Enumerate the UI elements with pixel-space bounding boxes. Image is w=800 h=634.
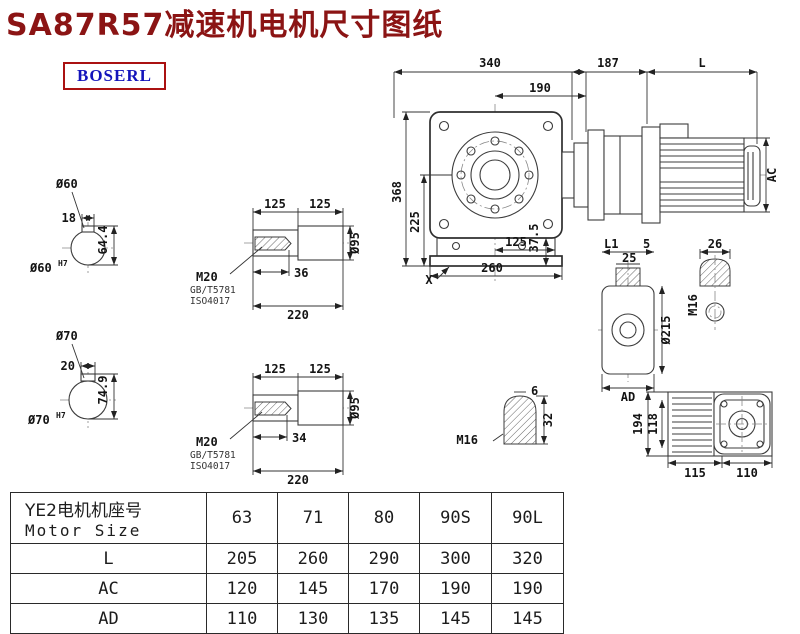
dim-M20-2: M20 — [196, 435, 218, 449]
col-header-63: 63 — [206, 492, 278, 544]
dim-125-b: 125 — [309, 197, 331, 211]
gearbox-side-view: L1 5 25 Ø215 AD — [598, 237, 673, 404]
header-motor-size: YE2电机机座号 Motor Size — [10, 492, 207, 544]
bore-70-section: 20 74.9 Ø70 Ø70 H7 — [27, 329, 118, 428]
cell-L-90s: 300 — [419, 543, 492, 574]
motor-size-table: YE2电机机座号 Motor Size 63 71 80 90S 90L L 2… — [10, 492, 564, 634]
motor-side-view — [561, 123, 761, 224]
dim-36: 36 — [294, 266, 308, 280]
dim-194: 194 — [631, 413, 645, 435]
hollow-shaft-detail-1: 125 125 M20 GB/T5781 ISO4017 36 220 Ø95 — [190, 197, 362, 322]
dim-x-label: X — [425, 273, 433, 287]
dim-M16-key: M16 — [456, 433, 478, 447]
dim-dia60: Ø60 — [55, 177, 78, 191]
dim-34: 34 — [292, 431, 306, 445]
dim-L: L — [698, 56, 705, 70]
col-header-90s: 90S — [419, 492, 492, 544]
dim-110: 110 — [736, 466, 758, 480]
dim-dia70: Ø70 — [55, 329, 78, 343]
dim-32: 32 — [541, 413, 555, 427]
dim-20: 20 — [61, 359, 75, 373]
dim-225: 225 — [408, 211, 422, 233]
cell-AD-63: 110 — [206, 603, 278, 634]
dim-187: 187 — [597, 56, 619, 70]
dim-dia70-fit: Ø70 — [27, 413, 50, 427]
cell-AD-80: 135 — [348, 603, 420, 634]
table-header-row: YE2电机机座号 Motor Size 63 71 80 90S 90L — [10, 492, 564, 544]
std-gb-2: GB/T5781 — [190, 450, 236, 461]
page-title: SA87R57减速机电机尺寸图纸 — [6, 8, 444, 43]
dim-dia95-2: Ø95 — [348, 397, 362, 420]
col-header-90l: 90L — [491, 492, 564, 544]
dim-dia60-fit-sup: H7 — [58, 259, 68, 268]
dim-26: 26 — [708, 237, 722, 251]
table-row-AD: AD 110 130 135 145 145 — [10, 603, 564, 634]
cell-AC-80: 170 — [348, 573, 420, 604]
cell-AC-90l: 190 — [491, 573, 564, 604]
dim-220-1: 220 — [287, 308, 309, 322]
cell-AC-63: 120 — [206, 573, 278, 604]
dim-368: 368 — [390, 181, 404, 203]
dim-6: 6 — [531, 384, 538, 398]
dim-dia215: Ø215 — [659, 316, 673, 346]
dim-125-bottom: 125 — [505, 235, 527, 249]
table-row-L: L 205 260 290 300 320 — [10, 543, 564, 574]
shaft-end-detail: 26 M16 — [686, 237, 731, 330]
dim-M16-shaft-end: M16 — [686, 294, 700, 316]
bore-60-section: 18 64.4 Ø60 Ø60 H7 — [29, 177, 118, 275]
dim-118: 118 — [646, 413, 660, 435]
cell-AD-90l: 145 — [491, 603, 564, 634]
dim-AC: AC — [765, 168, 779, 182]
cell-L-80: 290 — [348, 543, 420, 574]
dim-125-a: 125 — [264, 197, 286, 211]
hollow-shaft-detail-2: 125 125 M20 GB/T5781 ISO4017 34 220 Ø95 — [190, 362, 362, 487]
dim-220-2: 220 — [287, 473, 309, 487]
header-en: Motor Size — [25, 521, 142, 540]
dim-AD: AD — [621, 390, 635, 404]
key-section-detail: 6 32 M16 — [456, 384, 555, 447]
gearbox-front-view — [429, 104, 766, 284]
boserl-logo-text: BOSERL — [77, 66, 152, 85]
dim-64-4: 64.4 — [96, 226, 110, 255]
dim-190: 190 — [529, 81, 551, 95]
dim-260: 260 — [481, 261, 503, 275]
dim-125-c: 125 — [264, 362, 286, 376]
col-header-80: 80 — [348, 492, 420, 544]
dim-5: 5 — [643, 237, 650, 251]
cell-L-63: 205 — [206, 543, 278, 574]
std-gb-1: GB/T5781 — [190, 285, 236, 296]
cell-AD-90s: 145 — [419, 603, 492, 634]
cell-AC-71: 145 — [277, 573, 349, 604]
table-row-AC: AC 120 145 170 190 190 — [10, 573, 564, 604]
cell-L-90l: 320 — [491, 543, 564, 574]
dim-25: 25 — [622, 251, 636, 265]
dim-37-5: 37.5 — [527, 224, 541, 253]
col-header-71: 71 — [277, 492, 349, 544]
motor-rear-view: 194 118 115 110 — [631, 391, 773, 480]
cell-AD-71: 130 — [277, 603, 349, 634]
dim-340: 340 — [479, 56, 501, 70]
dim-115: 115 — [684, 466, 706, 480]
dim-L1: L1 — [604, 237, 618, 251]
gearbox-dimensions: 340 190 368 225 37.5 125 260 X — [390, 56, 587, 287]
std-iso-1: ISO4017 — [190, 296, 230, 307]
dim-M20-1: M20 — [196, 270, 218, 284]
cell-L-71: 260 — [277, 543, 349, 574]
boserl-logo: BOSERL — [63, 62, 166, 90]
dim-dia60-fit: Ø60 — [29, 261, 52, 275]
header-cn: YE2电机机座号 — [25, 501, 142, 521]
cell-AC-90s: 190 — [419, 573, 492, 604]
motor-dimensions: 187 L AC — [571, 56, 779, 213]
std-iso-2: ISO4017 — [190, 461, 230, 472]
dim-18: 18 — [62, 211, 76, 225]
row-label-AD: AD — [10, 603, 207, 634]
row-label-L: L — [10, 543, 207, 574]
dim-dia70-fit-sup: H7 — [56, 411, 66, 420]
dim-74-9: 74.9 — [96, 376, 110, 405]
row-label-AC: AC — [10, 573, 207, 604]
dim-125-d: 125 — [309, 362, 331, 376]
dim-dia95-1: Ø95 — [348, 232, 362, 255]
